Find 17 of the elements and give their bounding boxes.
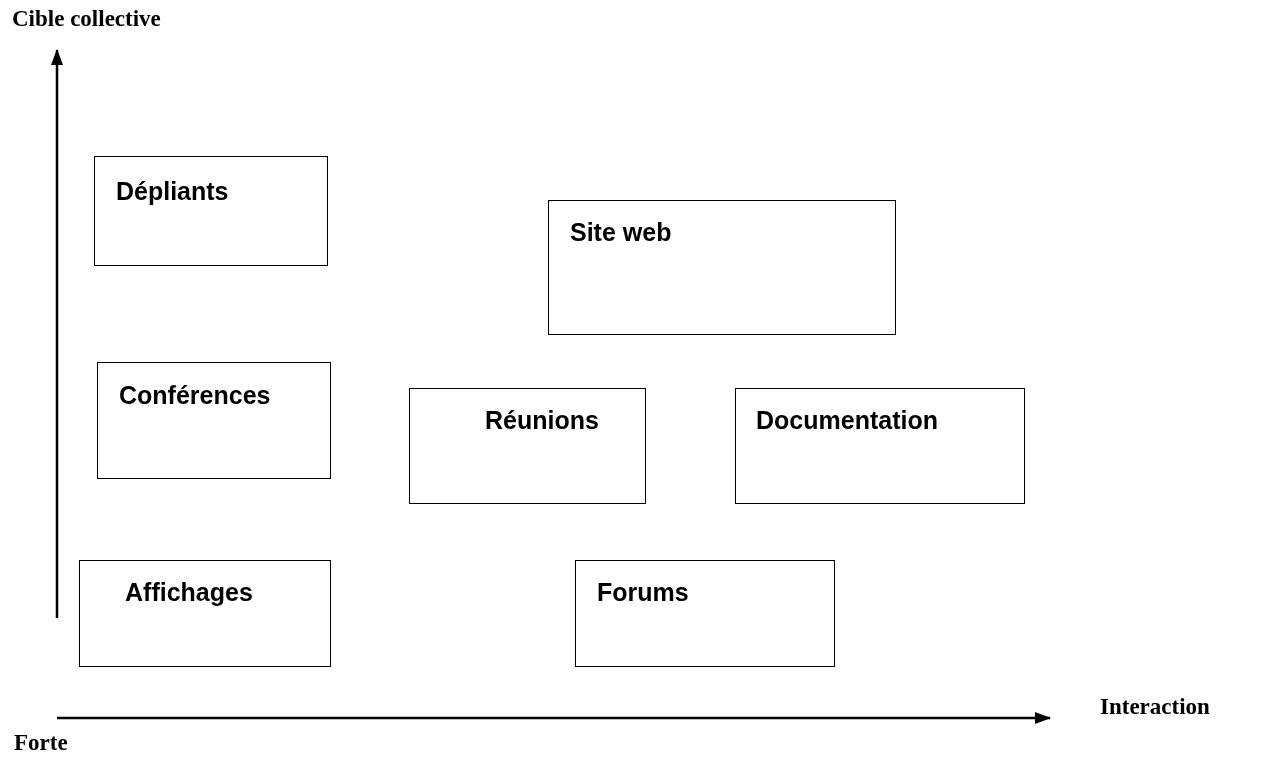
axis-title: Interaction <box>1100 694 1210 720</box>
category-label: Conférences <box>119 381 271 410</box>
category-box <box>97 362 331 479</box>
category-box <box>79 560 331 667</box>
category-box <box>575 560 835 667</box>
category-label: Site web <box>570 218 672 247</box>
category-label: Forums <box>597 578 689 607</box>
category-box <box>735 388 1025 504</box>
category-label: Dépliants <box>116 177 229 206</box>
category-box <box>409 388 646 504</box>
category-box <box>548 200 896 335</box>
axis-title: Cible collective <box>12 6 161 32</box>
axis-title: Forte <box>14 730 68 756</box>
category-label: Réunions <box>485 406 599 435</box>
category-box <box>94 156 328 266</box>
category-label: Affichages <box>125 578 253 607</box>
category-label: Documentation <box>756 406 938 435</box>
